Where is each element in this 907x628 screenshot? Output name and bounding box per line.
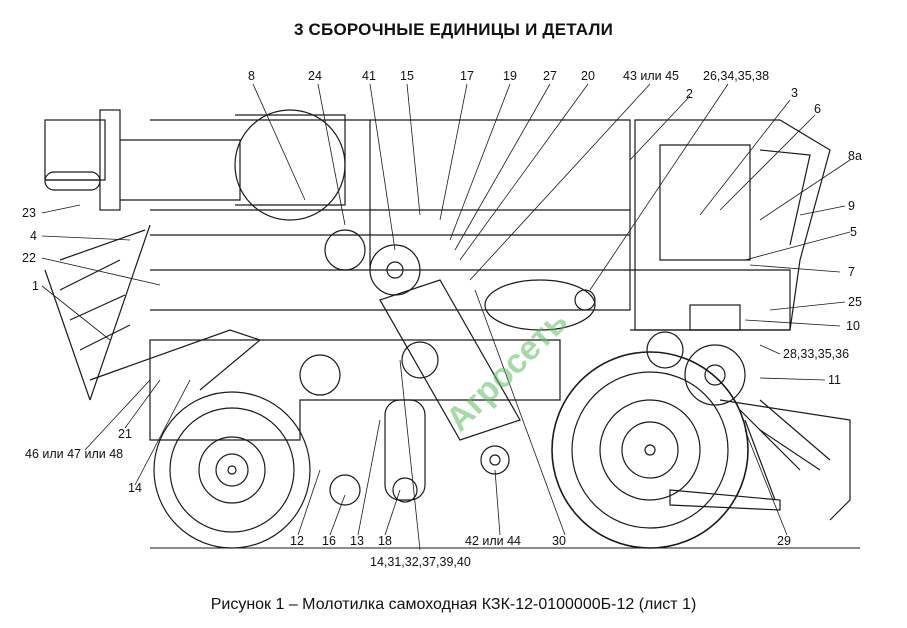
callout: 14,31,32,37,39,40 — [370, 555, 471, 569]
callout: 23 — [22, 206, 36, 220]
callout: 46 или 47 или 48 — [25, 447, 123, 461]
callout: 14 — [128, 481, 142, 495]
callout: 43 или 45 — [623, 69, 679, 83]
main-body — [150, 269, 791, 331]
callout: 28,33,35,36 — [783, 347, 849, 361]
callout: 24 — [308, 69, 322, 83]
callout: 9 — [848, 199, 855, 213]
callout: 7 — [848, 265, 855, 279]
callout: 3 — [791, 86, 798, 100]
callout: 42 или 44 — [465, 534, 521, 548]
callout: 17 — [460, 69, 474, 83]
callout: 13 — [350, 534, 364, 548]
callout: 29 — [777, 534, 791, 548]
callout: 12 — [290, 534, 304, 548]
callout: 27 — [543, 69, 557, 83]
callout: 16 — [322, 534, 336, 548]
callout: 20 — [581, 69, 595, 83]
callout: 41 — [362, 69, 376, 83]
callout-labels: 8 24 41 15 17 19 27 20 43 или 45 26,34,3… — [22, 69, 862, 569]
callout: 22 — [22, 251, 36, 265]
cabin — [634, 119, 831, 331]
ladder — [44, 224, 151, 401]
callout: 8 — [248, 69, 255, 83]
callout: 11 — [828, 373, 841, 387]
document-title: 3 СБОРОЧНЫЕ ЕДИНИЦЫ И ДЕТАЛИ — [293, 20, 614, 39]
callout: 5 — [850, 225, 857, 239]
callout: 4 — [30, 229, 37, 243]
callout: 18 — [378, 534, 392, 548]
callout: 19 — [503, 69, 517, 83]
watermark: Агросеть — [439, 303, 575, 439]
callout: 8а — [848, 149, 862, 163]
rear-wheel — [153, 391, 311, 549]
callout: 10 — [846, 319, 860, 333]
upper-hopper — [150, 119, 631, 311]
callout: 30 — [552, 534, 566, 548]
figure-caption: Рисунок 1 – Молотилка самоходная КЗК-12-… — [210, 596, 697, 613]
callout: 6 — [814, 102, 821, 116]
front-wheel — [551, 351, 749, 549]
callout: 1 — [32, 279, 39, 293]
callout: 25 — [848, 295, 862, 309]
callout: 2 — [686, 87, 693, 101]
callout: 21 — [118, 427, 132, 441]
callout: 15 — [400, 69, 414, 83]
lower-body — [149, 339, 561, 441]
callout: 26,34,35,38 — [703, 69, 769, 83]
